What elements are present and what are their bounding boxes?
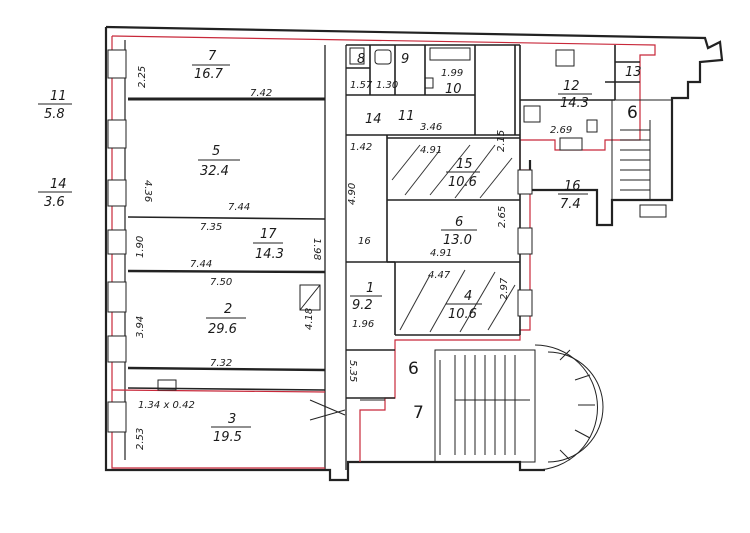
room-13-number: 13 (625, 65, 642, 80)
room-labels: 7 16.7 5 32.4 17 14.3 2 29.6 3 19.5 8 9 … (192, 49, 642, 445)
dim-1-90: 1.90 (135, 236, 146, 258)
dim-2-53: 2.53 (135, 428, 146, 450)
room-12-number: 12 (563, 79, 580, 94)
stair-labels: 6 6 7 (408, 103, 638, 423)
dim-4-18: 4.18 (304, 308, 315, 330)
dim-1-42: 1.42 (350, 142, 372, 153)
fixtures (349, 47, 598, 133)
windows-west (107, 49, 127, 433)
dim-3-94: 3.94 (135, 316, 146, 338)
room-2-number: 2 (224, 302, 232, 317)
dim-7-42: 7.42 (250, 88, 272, 99)
dimension-labels: 2.25 7.42 4.36 7.44 1.90 7.35 1.98 7.44 … (135, 66, 572, 450)
walls (104, 25, 724, 482)
room-10-number: 10 (445, 82, 462, 97)
side-note-14-number: 14 (50, 177, 67, 192)
dim-2-97: 2.97 (499, 277, 510, 300)
room-6-area: 13.0 (443, 233, 472, 248)
room-6-number: 6 (455, 215, 463, 230)
dim-2-25: 2.25 (137, 66, 148, 88)
dim-1-34x0-42: 1.34 x 0.42 (138, 400, 195, 411)
room-5-number: 5 (212, 144, 220, 159)
dim-4-91: 4.91 (420, 145, 442, 156)
dim-7-44b: 7.44 (190, 259, 212, 270)
room-7-area: 16.7 (194, 67, 224, 82)
room-1-area: 9.2 (352, 298, 373, 313)
room-9-number: 9 (401, 52, 409, 67)
dim-1-98: 1.98 (311, 238, 322, 260)
room-5-area: 32.4 (200, 164, 229, 179)
dim-2-65: 2.65 (497, 206, 508, 228)
stair-label-6-lower: 6 (408, 359, 419, 379)
doors (157, 284, 385, 421)
room-2-area: 29.6 (208, 322, 237, 337)
room-1-number: 1 (366, 281, 374, 296)
dim-1-96: 1.96 (352, 319, 374, 330)
dim-5-35: 5.35 (347, 360, 358, 382)
dim-7-32: 7.32 (210, 358, 232, 369)
side-notes: 11 5.8 14 3.6 (38, 89, 72, 210)
room-3-number: 3 (228, 412, 236, 427)
dim-4-47: 4.47 (428, 270, 451, 281)
side-note-11-number: 11 (50, 89, 67, 104)
room-17-area: 14.3 (255, 247, 284, 262)
room-16-number: 16 (564, 179, 581, 194)
stair-main (434, 344, 604, 471)
room-11-number: 11 (398, 109, 415, 124)
dim-7-50: 7.50 (210, 277, 232, 288)
dim-1-57: 1.57 (350, 80, 373, 91)
dim-2-15: 2.15 (496, 130, 507, 152)
stair-upper-right (611, 99, 673, 218)
room-12-area: 14.3 (560, 96, 589, 111)
dim-7-44: 7.44 (228, 202, 250, 213)
dim-4-36: 4.36 (142, 180, 153, 202)
room-15-number: 15 (456, 157, 473, 172)
dim-1-30: 1.30 (376, 80, 398, 91)
side-note-11-area: 5.8 (44, 107, 65, 122)
windows-east (517, 137, 583, 317)
room-4-area: 10.6 (448, 307, 477, 322)
side-note-14-area: 3.6 (44, 195, 65, 210)
room-17-number: 17 (260, 227, 277, 242)
dim-7-35: 7.35 (200, 222, 222, 233)
dim-4-90: 4.90 (347, 183, 358, 205)
room-3-area: 19.5 (213, 430, 242, 445)
partitions (127, 44, 640, 399)
room-7-number: 7 (208, 49, 217, 64)
dim-4-91b: 4.91 (430, 248, 452, 259)
room-4-number: 4 (464, 289, 472, 304)
dim-1-99: 1.99 (441, 68, 463, 79)
room-8-number: 8 (357, 52, 365, 67)
dim-2-69: 2.69 (550, 125, 572, 136)
stair-label-7: 7 (413, 403, 424, 423)
dim-16: 16 (358, 236, 371, 247)
stair-label-6-upper: 6 (627, 103, 638, 123)
room-15-area: 10.6 (448, 175, 477, 190)
dim-3-46: 3.46 (420, 122, 442, 133)
room-14-number: 14 (365, 112, 382, 127)
room-16-area: 7.4 (560, 197, 581, 212)
